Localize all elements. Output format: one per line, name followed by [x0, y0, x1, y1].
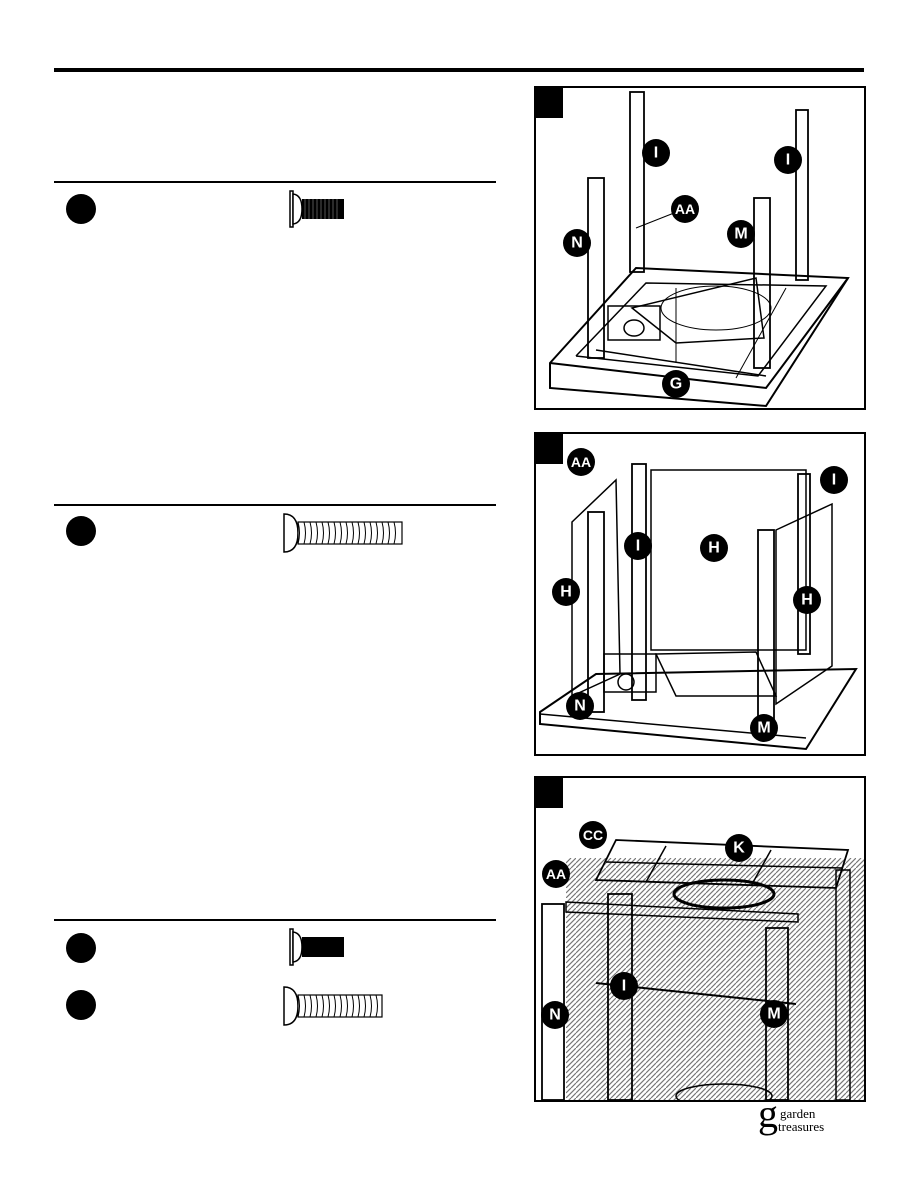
assembly-figure-1: I I AA N M G	[534, 86, 866, 410]
part-label: M	[750, 714, 778, 742]
svg-text:CC: CC	[583, 827, 603, 843]
svg-text:M: M	[757, 720, 770, 737]
svg-text:N: N	[574, 698, 586, 715]
long-bolt-icon	[283, 513, 403, 553]
svg-text:M: M	[734, 226, 747, 243]
part-label: AA	[542, 860, 570, 888]
step-number-badge	[536, 88, 563, 118]
hardware-bullet	[66, 516, 96, 546]
part-label: I	[820, 466, 848, 494]
svg-text:H: H	[708, 540, 720, 557]
hardware-bullet	[66, 933, 96, 963]
svg-text:M: M	[767, 1006, 780, 1023]
part-label: I	[642, 139, 670, 167]
part-label: AA	[671, 195, 699, 223]
svg-text:I: I	[786, 152, 790, 169]
svg-text:N: N	[571, 235, 583, 252]
hardware-bullet	[66, 990, 96, 1020]
part-label: N	[541, 1001, 569, 1029]
svg-text:K: K	[733, 840, 745, 857]
logo-letter: g	[758, 1091, 778, 1136]
svg-text:I: I	[636, 538, 640, 555]
part-label: AA	[567, 448, 595, 476]
part-label: I	[624, 532, 652, 560]
part-label: K	[725, 834, 753, 862]
part-label: H	[793, 586, 821, 614]
svg-text:I: I	[622, 978, 626, 995]
svg-text:H: H	[801, 592, 813, 609]
part-label: CC	[579, 821, 607, 849]
svg-text:AA: AA	[675, 201, 695, 217]
assembly-figure-2: AA I I H H H N M	[534, 432, 866, 756]
section-divider	[54, 504, 496, 506]
part-label: N	[566, 692, 594, 720]
svg-text:I: I	[832, 472, 836, 489]
hardware-bullet	[66, 194, 96, 224]
garden-treasures-logo: g garden treasures	[758, 1094, 868, 1140]
part-label: H	[700, 534, 728, 562]
medium-bolt-icon	[283, 986, 383, 1026]
svg-text:I: I	[654, 145, 658, 162]
logo-word-garden: garden	[780, 1106, 816, 1121]
step-number-badge	[536, 778, 563, 808]
svg-text:H: H	[560, 584, 572, 601]
part-label: I	[774, 146, 802, 174]
svg-text:AA: AA	[546, 866, 566, 882]
section-divider	[54, 181, 496, 183]
short-bolt-icon	[289, 190, 344, 228]
part-label: I	[610, 972, 638, 1000]
short-bolt-icon	[289, 928, 344, 966]
part-label: M	[727, 220, 755, 248]
assembly-figure-3: CC K AA I N M	[534, 776, 866, 1102]
header-rule	[54, 68, 864, 72]
part-label: M	[760, 1000, 788, 1028]
section-divider	[54, 919, 496, 921]
part-label: H	[552, 578, 580, 606]
svg-text:N: N	[549, 1007, 561, 1024]
svg-text:AA: AA	[571, 454, 591, 470]
step-number-badge	[536, 434, 563, 464]
logo-word-treasures: treasures	[778, 1119, 825, 1134]
svg-text:G: G	[670, 376, 682, 393]
part-label: N	[563, 229, 591, 257]
part-label: G	[662, 370, 690, 398]
